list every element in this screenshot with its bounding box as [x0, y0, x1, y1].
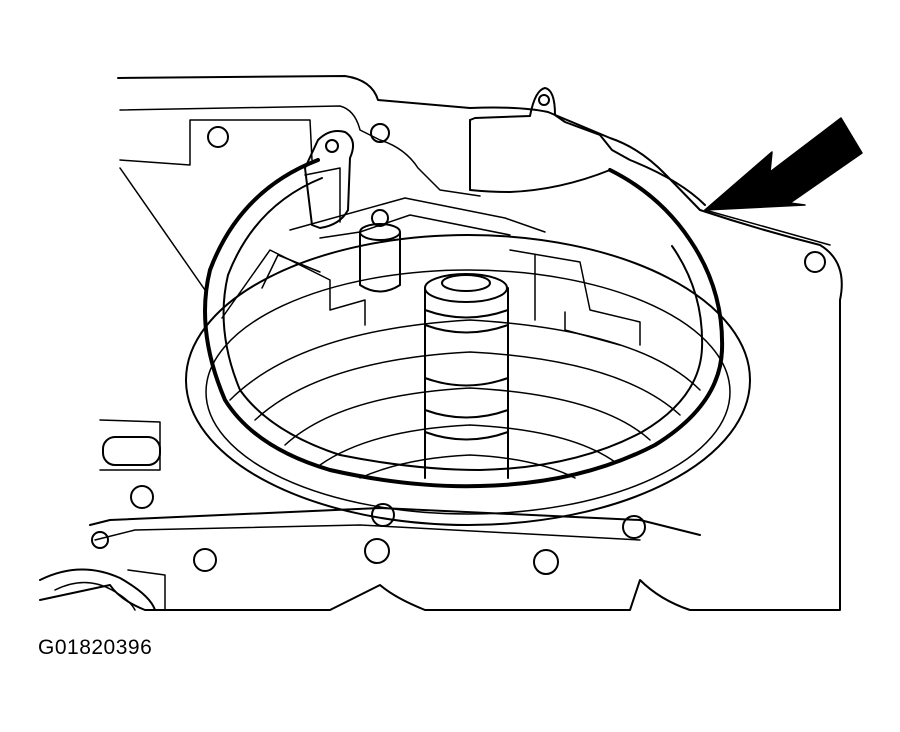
drum-ring-4	[319, 424, 616, 466]
figure-code: G01820396	[38, 636, 153, 659]
inner-web-right-2	[534, 254, 621, 346]
housing-outline	[39, 75, 843, 611]
inner-web-left	[221, 249, 366, 326]
band-anchor-face	[304, 167, 341, 223]
band-anchor-hole	[325, 139, 339, 153]
brake-band	[203, 158, 725, 489]
lower-flange-inner	[94, 524, 641, 541]
lower-left-tab	[127, 569, 166, 611]
drum-ring-2	[254, 351, 681, 421]
housing-slot	[102, 436, 161, 466]
inner-web-left-2	[261, 254, 321, 289]
lower-left-bore	[39, 568, 156, 611]
upper-rib	[289, 197, 546, 233]
lower-left-bore-inner	[54, 581, 136, 611]
band-apply-hole	[538, 94, 550, 106]
band-apply-face	[469, 119, 611, 193]
brake-band-inner-edge	[222, 177, 704, 471]
drum-ring-1	[229, 319, 701, 401]
support-post	[359, 231, 401, 293]
bore-seat-ring	[205, 269, 731, 515]
bolt-hole	[364, 538, 390, 564]
bolt-hole	[193, 548, 217, 572]
lower-flange	[89, 507, 701, 536]
bore-outer-ring	[185, 234, 751, 526]
right-cast-line	[704, 209, 831, 246]
bolt-hole	[207, 126, 229, 148]
drum-ring-3	[284, 387, 651, 446]
support-post-top	[359, 223, 401, 241]
drum-ring-5	[359, 454, 576, 479]
upper-left-ledge	[119, 119, 313, 166]
bolt-hole	[533, 549, 559, 575]
bolt-hole	[370, 123, 390, 143]
arrow-icon	[704, 117, 863, 211]
bolt-hole	[622, 515, 646, 539]
bolt-hole	[371, 209, 389, 227]
bolt-hole	[804, 251, 826, 273]
housing-inner-edge	[119, 105, 481, 197]
left-cast-line	[119, 167, 206, 291]
center-shaft	[424, 273, 509, 479]
band-anchor-lug	[304, 130, 355, 229]
inner-web-right	[509, 249, 641, 346]
bolt-hole	[130, 485, 154, 509]
left-boss	[99, 419, 161, 471]
band-apply-end	[469, 87, 706, 206]
bolt-hole	[91, 531, 109, 549]
